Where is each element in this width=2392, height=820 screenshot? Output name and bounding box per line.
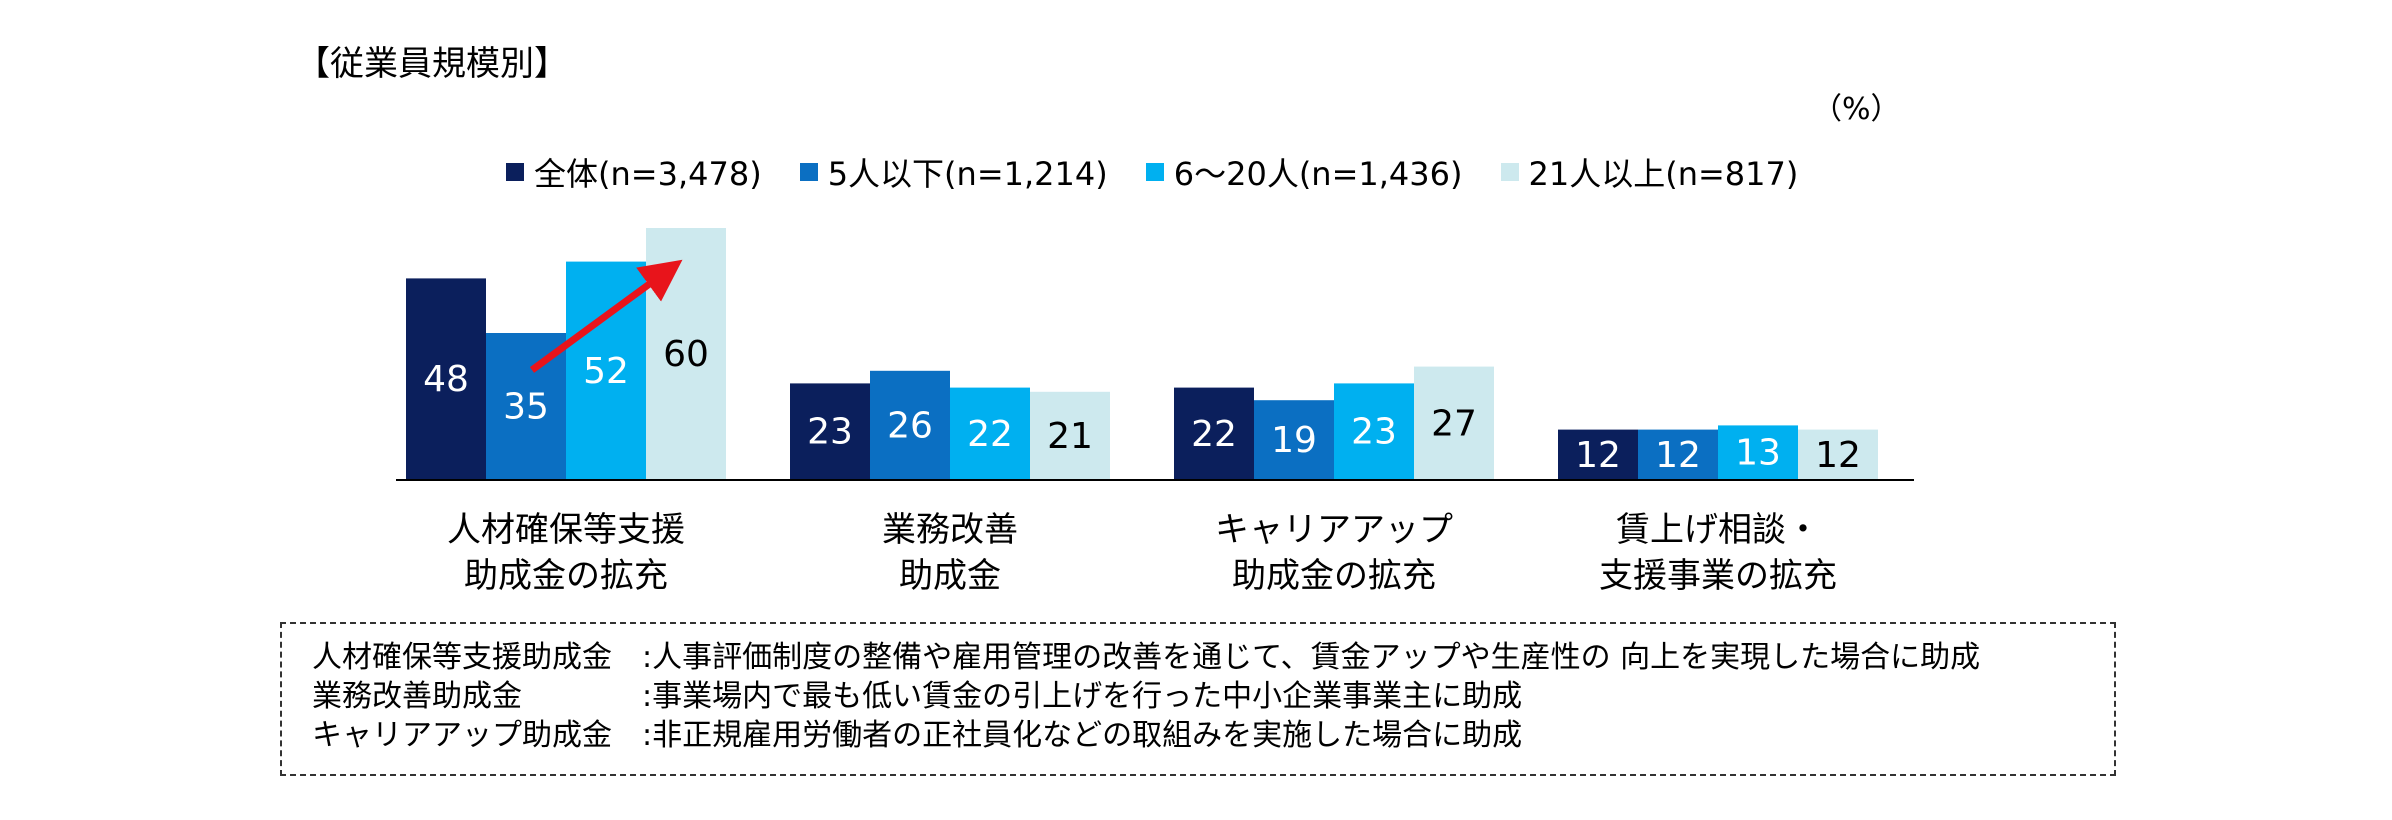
bar-value-label: 60 bbox=[663, 334, 709, 375]
bar-value-label: 48 bbox=[423, 359, 469, 400]
bar-value-label: 27 bbox=[1431, 403, 1477, 444]
bar-value-label: 26 bbox=[887, 405, 933, 446]
unit-label: （%） bbox=[1812, 92, 1901, 127]
bar-value-label: 12 bbox=[1655, 435, 1701, 476]
bar bbox=[950, 387, 1030, 480]
bar-value-label: 13 bbox=[1735, 433, 1781, 474]
definition-term: 業務改善助成金 bbox=[312, 679, 522, 714]
category-label: 助成金の拡充 bbox=[1232, 556, 1436, 596]
bar bbox=[870, 370, 950, 480]
bar-value-label: 12 bbox=[1575, 435, 1621, 476]
category-label: 助成金の拡充 bbox=[464, 556, 668, 596]
legend-label-6-20: 6～20人(n=1,436) bbox=[1173, 155, 1463, 193]
bar-value-label: 35 bbox=[503, 387, 549, 428]
definitions-box: 人材確保等支援助成金 :人事評価制度の整備や雇用管理の改善を通じて、賃金アップや… bbox=[280, 622, 2116, 776]
legend-item-6-20: 6～20人(n=1,436) bbox=[1145, 149, 1463, 195]
category-label: 業務改善 bbox=[882, 510, 1018, 550]
bar bbox=[406, 278, 486, 480]
bar bbox=[1414, 366, 1494, 480]
bar-value-label: 19 bbox=[1271, 420, 1317, 461]
bar bbox=[1558, 429, 1638, 480]
legend-swatch-21-plus bbox=[1500, 163, 1519, 181]
definition-term: 人材確保等支援助成金 bbox=[312, 640, 612, 675]
definition-term: キャリアアップ助成金 bbox=[312, 718, 612, 753]
legend-swatch-all bbox=[506, 163, 524, 181]
legend-item-all: 全体(n=3,478) bbox=[506, 149, 762, 195]
bar bbox=[1174, 387, 1254, 480]
category-label: 助成金 bbox=[899, 556, 1001, 596]
bar-value-label: 23 bbox=[1351, 412, 1397, 453]
definition-row: キャリアアップ助成金 :非正規雇用労働者の正社員化などの取組みを実施した場合に助… bbox=[312, 716, 2084, 755]
category-label: 人材確保等支援 bbox=[447, 510, 685, 550]
legend-swatch-6-20 bbox=[1145, 163, 1164, 181]
category-label: 支援事業の拡充 bbox=[1599, 556, 1837, 596]
bar bbox=[1030, 391, 1110, 480]
bar bbox=[1638, 429, 1718, 480]
legend-label-5-or-fewer: 5人以下(n=1,214) bbox=[827, 155, 1108, 193]
bar-value-label: 23 bbox=[807, 412, 853, 453]
definition-text: :事業場内で最も低い賃金の引上げを行った中小企業事業主に助成 bbox=[642, 679, 1523, 714]
category-label: キャリアアップ bbox=[1215, 510, 1453, 550]
bar bbox=[790, 383, 870, 480]
definition-row: 人材確保等支援助成金 :人事評価制度の整備や雇用管理の改善を通じて、賃金アップや… bbox=[312, 638, 2084, 677]
bar-value-label: 52 bbox=[583, 351, 629, 392]
bar-value-label: 22 bbox=[967, 414, 1013, 455]
definition-text: :人事評価制度の整備や雇用管理の改善を通じて、賃金アップや生産性の 向上を実現し… bbox=[642, 640, 1981, 675]
definition-row: 業務改善助成金 :事業場内で最も低い賃金の引上げを行った中小企業事業主に助成 bbox=[312, 677, 2084, 716]
definition-text: :非正規雇用労働者の正社員化などの取組みを実施した場合に助成 bbox=[642, 718, 1523, 753]
legend-swatch-5-or-fewer bbox=[799, 163, 818, 181]
legend: 全体(n=3,478) 5人以下(n=1,214) 6～20人(n=1,436)… bbox=[506, 150, 1798, 194]
legend-label-21-plus: 21人以上(n=817) bbox=[1528, 155, 1799, 193]
bar bbox=[1798, 429, 1878, 480]
category-label: 賃上げ相談・ bbox=[1616, 510, 1820, 550]
legend-label-all: 全体(n=3,478) bbox=[534, 155, 762, 193]
chart-title: 【従業員規模別】 bbox=[296, 44, 568, 84]
bar bbox=[1254, 400, 1334, 480]
bar bbox=[1718, 425, 1798, 480]
legend-item-21-plus: 21人以上(n=817) bbox=[1500, 149, 1799, 195]
legend-item-5-or-fewer: 5人以下(n=1,214) bbox=[799, 149, 1108, 195]
trend-arrow bbox=[529, 259, 683, 373]
bar-chart: 48 35 52 60 23 26 22 21 22 19 23 27 12 12 13 12 人材確保等支援… bbox=[396, 228, 1914, 596]
bar-value-label: 12 bbox=[1815, 435, 1861, 476]
bar-value-label: 21 bbox=[1047, 416, 1093, 457]
bar-value-label: 22 bbox=[1191, 414, 1237, 455]
bar bbox=[1334, 383, 1414, 480]
